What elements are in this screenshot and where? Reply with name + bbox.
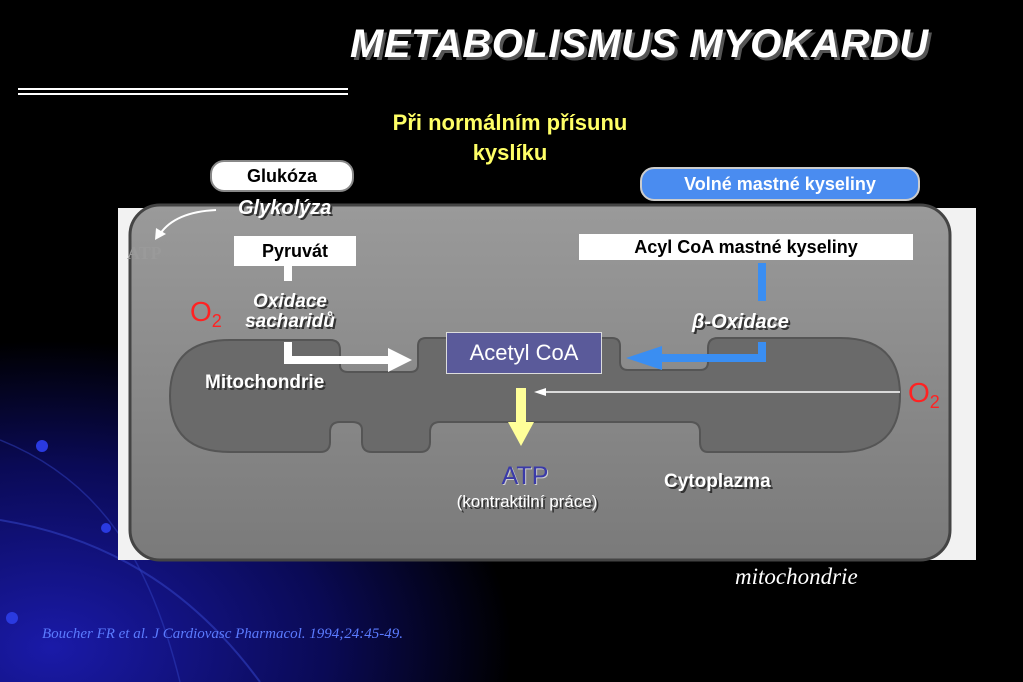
subtitle-line1: Při normálním přísunu	[392, 110, 628, 135]
atp-arrow-head	[508, 422, 534, 446]
glycolysis-arrow-head	[155, 228, 166, 240]
citation: Boucher FR et al. J Cardiovasc Pharmacol…	[42, 626, 404, 642]
beta-oxidation-arrow-head	[626, 346, 662, 370]
o2-right: O2	[908, 377, 940, 413]
atp-main-label: ATP	[501, 462, 549, 490]
oxidace-line1: Oxidace	[253, 291, 327, 312]
glycolysis-arrow	[159, 209, 217, 235]
glykolyza-label: Glykolýza	[238, 197, 332, 219]
beta-oxidace-text: -Oxidace	[704, 311, 789, 333]
beta-oxidation-arrow	[660, 342, 766, 362]
carb-oxidation-arrow	[284, 342, 390, 364]
atp-arrow	[516, 388, 526, 424]
glukoza-pill: Glukóza	[210, 160, 354, 192]
pyruvat-box: Pyruvát	[234, 236, 356, 266]
atp-sub-label: (kontraktilní práce)	[456, 492, 598, 511]
beta-oxidace-label: β-Oxidace	[692, 311, 789, 334]
o2-left: O2	[190, 296, 222, 332]
o2-arrow-head	[534, 388, 546, 396]
atp-small-label: ATP	[127, 243, 162, 263]
oxidace-line2: sacharidů	[245, 311, 335, 332]
volne-mastne-kyseliny-pill: Volné mastné kyseliny	[640, 167, 920, 201]
page-title: METABOLISMUS MYOKARDU	[350, 22, 929, 66]
subtitle: Při normálním přísunu kyslíku	[330, 108, 690, 168]
title-rule-2	[18, 93, 348, 95]
o2-right-subscript: 2	[929, 392, 940, 412]
pyruvat-connector	[284, 263, 292, 281]
subtitle-line2: kyslíku	[472, 140, 548, 165]
beta-symbol: β	[692, 311, 705, 333]
carb-oxidation-arrow-head	[388, 348, 412, 372]
title-rule-1	[18, 88, 348, 90]
acyl-coa-box: Acyl CoA mastné kyseliny	[579, 234, 913, 260]
mitochondrie-label: Mitochondrie	[205, 372, 325, 393]
o2-right-symbol: O	[908, 377, 930, 408]
mitochondrie-caption: mitochondrie	[735, 564, 858, 589]
cytoplazma-label: Cytoplazma	[664, 471, 771, 492]
o2-left-subscript: 2	[211, 311, 222, 331]
acyl-connector	[758, 263, 766, 301]
o2-left-symbol: O	[190, 296, 212, 327]
oxidace-sacharidu-label: Oxidace sacharidů	[234, 292, 346, 332]
mitochondrion-shape	[168, 337, 902, 453]
acetyl-coa-box: Acetyl CoA	[446, 332, 602, 374]
